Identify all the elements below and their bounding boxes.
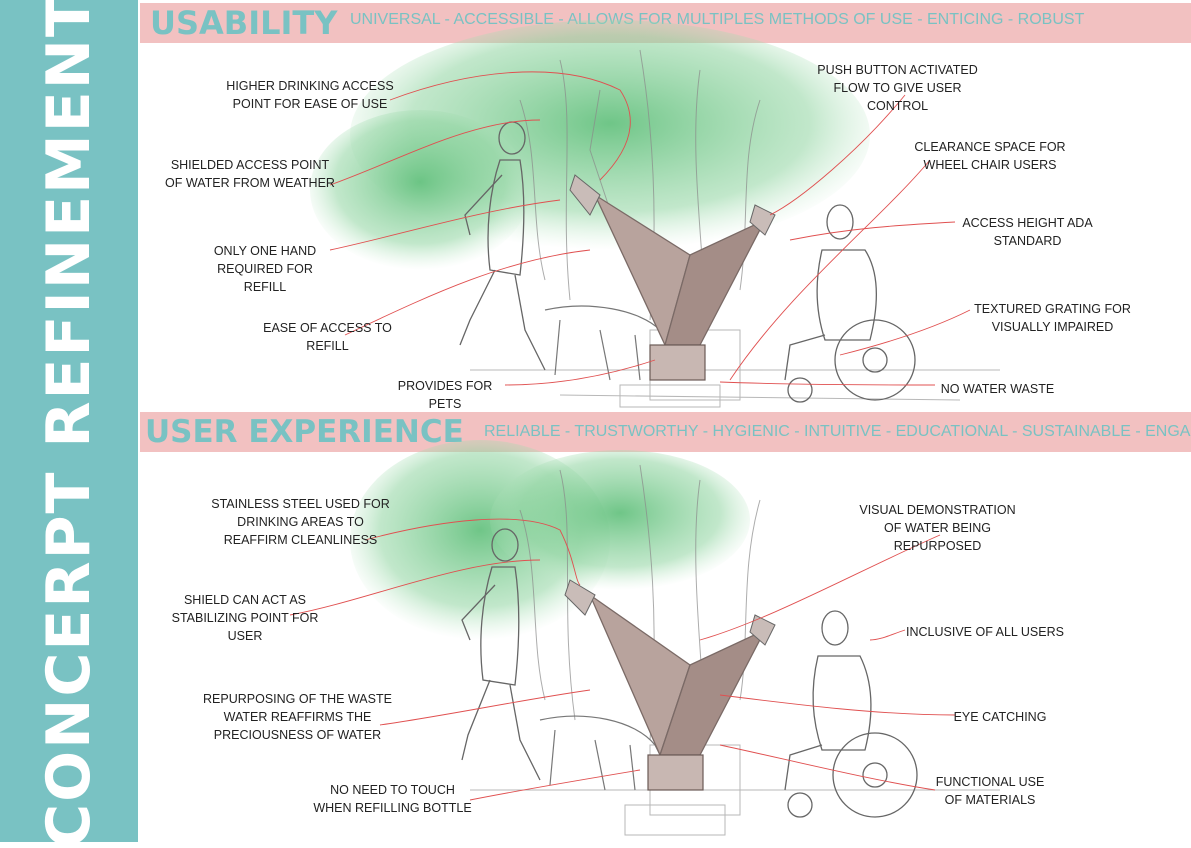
experience-title: USER EXPERIENCE — [145, 414, 464, 450]
jogger-figure — [459, 121, 546, 371]
wheelchair-user-figure — [784, 204, 916, 403]
usability-title: USABILITY — [150, 4, 338, 42]
label-no-touch: NO NEED TO TOUCH WHEN REFILLING BOTTLE — [313, 783, 472, 815]
label-shielded-access: SHIELDED ACCESS POINT OF WATER FROM WEAT… — [165, 158, 335, 190]
bottom-scene — [350, 440, 1000, 836]
experience-band — [140, 412, 1191, 452]
annotation-lines — [289, 71, 971, 801]
fountain-bottom — [564, 579, 776, 791]
label-ada: ACCESS HEIGHT ADA STANDARD — [962, 216, 1093, 248]
label-ease-refill: EASE OF ACCESS TO REFILL — [263, 321, 392, 353]
label-inclusive: INCLUSIVE OF ALL USERS — [906, 625, 1064, 639]
fountain-top — [569, 174, 776, 381]
wheelchair-user-figure-bottom — [784, 610, 918, 818]
label-clearance: CLEARANCE SPACE FOR WHEEL CHAIR USERS — [914, 140, 1066, 172]
label-functional: FUNCTIONAL USE OF MATERIALS — [935, 775, 1045, 807]
label-repurposing: REPURPOSING OF THE WASTE WATER REAFFIRMS… — [203, 692, 392, 742]
dog-figure-bottom — [539, 715, 666, 791]
label-stainless: STAINLESS STEEL USED FOR DRINKING AREAS … — [211, 497, 390, 547]
label-push-button: PUSH BUTTON ACTIVATED FLOW TO GIVE USER … — [817, 63, 978, 113]
label-one-hand: ONLY ONE HAND REQUIRED FOR REFILL — [213, 244, 317, 294]
label-pets: PROVIDES FOR PETS — [397, 379, 493, 411]
label-higher-access: HIGHER DRINKING ACCESS POINT FOR EASE OF… — [226, 79, 394, 111]
experience-subtitle: RELIABLE - TRUSTWORTHY - HYGIENIC - INTU… — [484, 423, 1191, 440]
sidebar: CONCERPT REFINEMENT — [0, 0, 138, 848]
top-scene — [310, 20, 1000, 408]
jogger-figure-bottom — [461, 528, 541, 781]
label-grating: TEXTURED GRATING FOR VISUALLY IMPAIRED — [974, 302, 1131, 334]
label-no-waste: NO WATER WASTE — [940, 382, 1055, 396]
label-shield: SHIELD CAN ACT AS STABILIZING POINT FOR … — [171, 593, 319, 643]
label-visual-demo: VISUAL DEMONSTRATION OF WATER BEING REPU… — [859, 503, 1016, 553]
label-eye-catching: EYE CATCHING — [953, 710, 1047, 724]
usability-subtitle: UNIVERSAL - ACCESSIBLE - ALLOWS FOR MULT… — [350, 11, 1085, 28]
